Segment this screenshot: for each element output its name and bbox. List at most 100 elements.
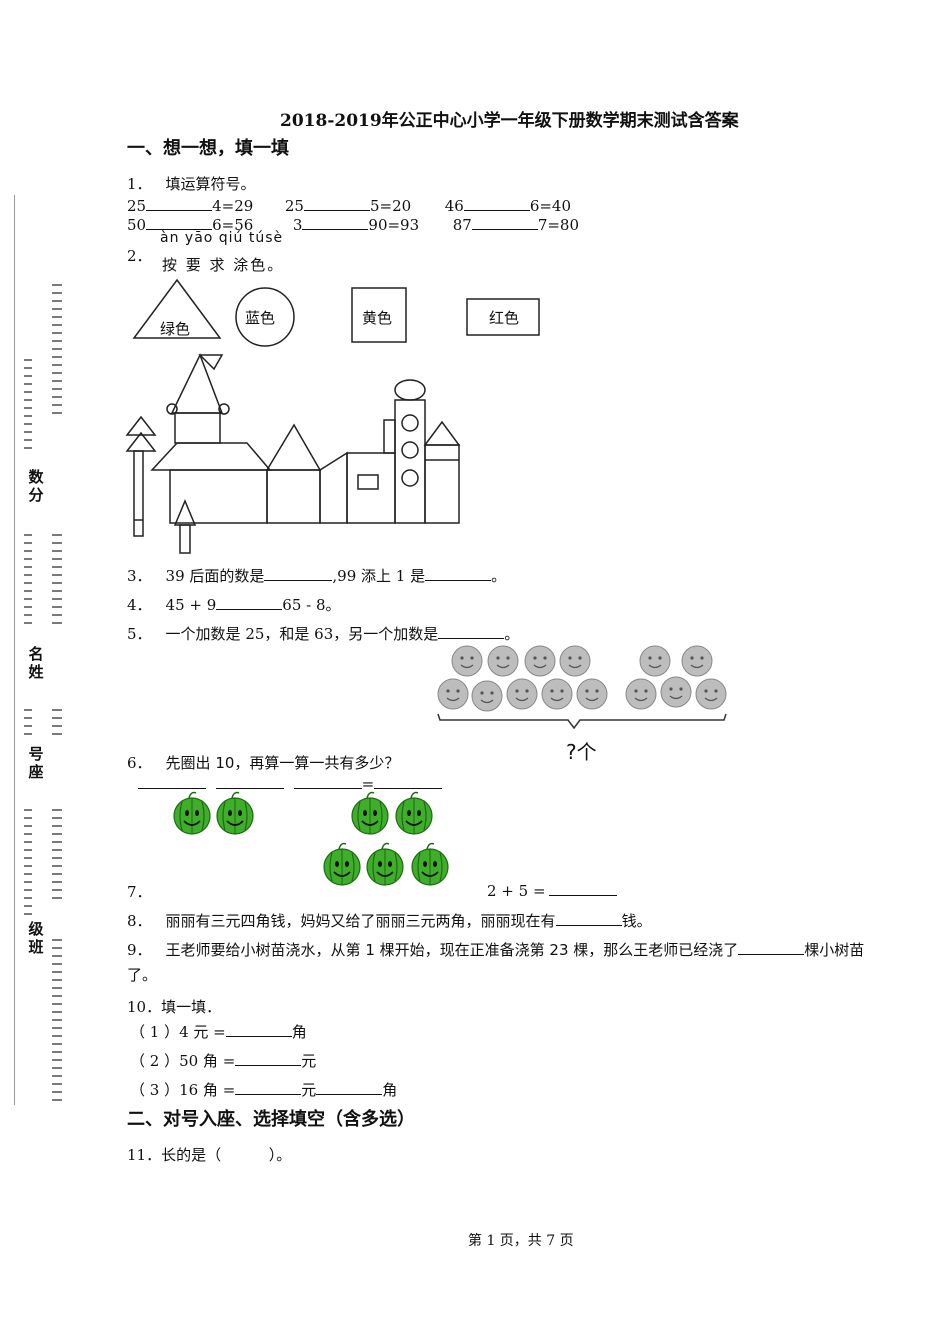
shape-label-yellow: 黄色: [362, 309, 393, 327]
q5-figure-label: ?个: [566, 740, 597, 764]
watermelon-icon: [395, 791, 433, 835]
page-number: 第 1 页，共 7 页: [468, 1233, 574, 1249]
smiley-icon: [576, 678, 608, 710]
color-shape-triangle[interactable]: [132, 278, 222, 340]
side-char: 级: [28, 920, 44, 938]
side-label-class: 级 班: [27, 920, 45, 956]
smiley-icon: [541, 678, 573, 710]
q4-part-a: 45 + 9: [165, 596, 217, 614]
side-char: 号: [28, 745, 44, 763]
side-char: 座: [28, 763, 44, 781]
smiley-icon: [625, 678, 657, 710]
question-number: 6．: [127, 754, 152, 772]
smiley-icon: [695, 678, 727, 710]
answer-blank[interactable]: [302, 215, 369, 230]
answer-blank[interactable]: [293, 774, 362, 789]
q9-continuation: 了。: [127, 966, 158, 984]
answer-blank[interactable]: [138, 774, 206, 789]
answer-blank[interactable]: [471, 215, 538, 230]
q8-end: 钱。: [621, 912, 652, 930]
q4-part-b: 65 - 8。: [282, 596, 341, 614]
answer-blank[interactable]: [555, 911, 622, 926]
binding-line: [14, 195, 15, 1105]
q1-b: 4=29: [212, 197, 254, 215]
answer-blank[interactable]: [374, 774, 443, 789]
answer-blank[interactable]: [235, 1080, 302, 1095]
q3-end: 。: [491, 567, 507, 585]
q1-a: 50: [127, 216, 147, 234]
q10-label: （ 3 ）16 角 =: [130, 1081, 236, 1099]
q1-b: 90=93: [368, 216, 420, 234]
answer-blank[interactable]: [216, 595, 283, 610]
q9-end: 棵小树苗: [804, 941, 865, 959]
pinyin-line: àn yāo qiú túsè: [160, 230, 284, 246]
question-10: 10．填一填．: [127, 996, 221, 1017]
answer-blank[interactable]: [215, 774, 284, 789]
q10-label: （ 1 ）4 元 =: [130, 1023, 226, 1041]
side-char: 班: [28, 938, 44, 956]
smiley-icon: [660, 676, 692, 708]
q10-unit: 元: [301, 1081, 317, 1099]
answer-blank[interactable]: [146, 196, 213, 211]
answer-blank[interactable]: [316, 1080, 383, 1095]
question-text: 先圈出 10，再算一算一共有多少？: [165, 754, 400, 772]
answer-blank[interactable]: [264, 566, 333, 581]
q10-label: （ 2 ）50 角 =: [130, 1052, 236, 1070]
question-number: 10．: [127, 998, 162, 1016]
question-number: 5．: [127, 625, 152, 643]
smiley-icon: [639, 645, 671, 677]
side-label-score: 数 分: [27, 468, 45, 504]
watermelon-icon: [351, 791, 389, 835]
smiley-icon: [451, 645, 483, 677]
smiley-icon: [524, 645, 556, 677]
answer-blank[interactable]: [146, 215, 213, 230]
side-char: 名: [28, 645, 44, 663]
watermelon-icon: [411, 842, 449, 886]
answer-blank[interactable]: [225, 1022, 292, 1037]
q1-b: 5=20: [369, 197, 412, 215]
q1-b: 6=40: [529, 197, 572, 215]
smiley-icon: [487, 645, 519, 677]
smiley-icon: [681, 645, 713, 677]
question-text: 王老师要给小树苗浇水，从第 1 棵开始，现在正准备浇第 23 棵，那么王老师已经…: [165, 941, 739, 959]
answer-blank[interactable]: [235, 1051, 302, 1066]
question-11: 11．长的是（ ）。: [127, 1144, 291, 1165]
question-number: 1．: [127, 175, 152, 193]
answer-blank[interactable]: [463, 196, 530, 211]
answer-blank[interactable]: [425, 566, 492, 581]
color-shape-circle[interactable]: [234, 286, 296, 348]
watermelon-icon: [173, 791, 211, 835]
question-9: 9． 王老师要给小树苗浇水，从第 1 棵开始，现在正准备浇第 23 棵，那么王老师…: [127, 939, 864, 960]
question-number: 8．: [127, 912, 152, 930]
q1-a: 46: [444, 197, 464, 215]
answer-blank[interactable]: [548, 881, 617, 896]
question-number: 11．: [127, 1146, 162, 1164]
side-char: 姓: [28, 663, 44, 681]
smiley-group-figure: [437, 645, 727, 730]
q7-equation: 2 + 5 =: [487, 882, 546, 900]
smiley-icon: [506, 678, 538, 710]
question-number: 4．: [127, 596, 152, 614]
question-5: 5． 一个加数是 25，和是 63，另一个加数是 。: [127, 623, 519, 644]
q1-a: 25: [127, 197, 147, 215]
q3-part-a: 39 后面的数是: [165, 567, 265, 585]
color-shape-rectangle[interactable]: [466, 298, 540, 336]
question-text: 长的是（ ）。: [161, 1146, 292, 1164]
q5-end: 。: [504, 625, 520, 643]
answer-blank[interactable]: [738, 940, 805, 955]
q1-row-1: 25 4=29 25 5=20 46 6=40: [127, 196, 571, 215]
shape-label-red: 红色: [489, 309, 520, 327]
question-text: 丽丽有三元四角钱，妈妈又给了丽丽三元两角，丽丽现在有: [165, 912, 556, 930]
question-6: 6． 先圈出 10，再算一算一共有多少？: [127, 752, 399, 773]
q1-a: 25: [284, 197, 304, 215]
question-text: 一个加数是 25，和是 63，另一个加数是: [165, 625, 439, 643]
question-3: 3．39 后面的数是,99 添上 1 是。: [127, 565, 506, 586]
color-shape-square[interactable]: [351, 287, 407, 343]
question-number: 9．: [127, 941, 152, 959]
smiley-icon: [559, 645, 591, 677]
watermelon-icon: [366, 842, 404, 886]
shape-label-blue: 蓝色: [245, 309, 276, 327]
binding-dashes: [24, 284, 62, 1101]
answer-blank[interactable]: [303, 196, 370, 211]
answer-blank[interactable]: [438, 624, 505, 639]
